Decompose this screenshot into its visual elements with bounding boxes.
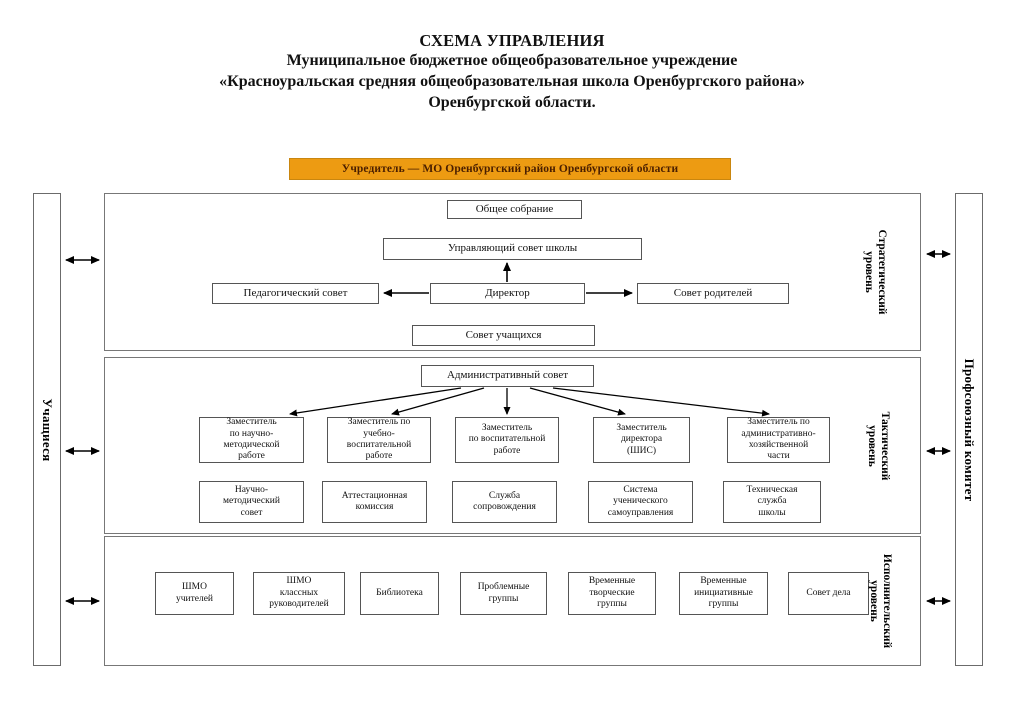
level-label-line-1: Стратегический: [876, 229, 889, 315]
node-pedagogicheskiy-sovet: Педагогический совет: [212, 283, 379, 304]
founder-banner: Учредитель — МО Оренбургский район Оренб…: [289, 158, 731, 180]
node-label: Совет родителей: [673, 286, 753, 299]
node-label: Совет дела: [806, 587, 851, 598]
node-sovet-dela: Совет дела: [788, 572, 869, 615]
level-label-executive: Исполнительский уровень: [867, 541, 893, 661]
level-label-line-1: Исполнительский: [881, 553, 894, 649]
title-line-2: Муниципальное бюджетное общеобразователь…: [286, 52, 738, 70]
node-label: Совет учащихся: [465, 328, 542, 341]
level-panel-strategic: [104, 193, 921, 351]
node-label: Общее собрание: [475, 202, 554, 215]
level-label-line-2: уровень: [868, 580, 880, 622]
node-biblioteka: Библиотека: [360, 572, 439, 615]
node-sovet-uchashchihsya: Совет учащихся: [412, 325, 595, 346]
page-title: СХЕМА УПРАВЛЕНИЯ Муниципальное бюджетное…: [0, 30, 1024, 114]
node-obshee-sobranie: Общее собрание: [447, 200, 582, 219]
side-column-students: Учащиеся: [33, 193, 61, 666]
node-upravlyayushchiy-sovet: Управляющий совет школы: [383, 238, 642, 260]
side-column-students-label: Учащиеся: [40, 398, 55, 461]
title-line-1: СХЕМА УПРАВЛЕНИЯ: [419, 31, 605, 50]
side-column-trade-union: Профсоюзный комитет: [955, 193, 983, 666]
level-label-line-1: Тактический: [879, 411, 892, 481]
level-label-line-2: уровень: [863, 251, 875, 293]
level-label-line-2: уровень: [866, 425, 878, 467]
level-label-strategic: Стратегический уровень: [862, 222, 888, 322]
node-label: Директор: [485, 286, 530, 299]
node-label: Административный совет: [446, 369, 569, 382]
side-column-trade-union-label: Профсоюзный комитет: [962, 358, 977, 501]
node-sovet-roditeley: Совет родителей: [637, 283, 789, 304]
level-label-tactical: Тактический уровень: [865, 396, 891, 496]
node-label: Управляющий совет школы: [447, 242, 578, 255]
title-line-4: Оренбургской области.: [428, 94, 596, 112]
title-line-3: «Красноуральская средняя общеобразовател…: [219, 73, 805, 91]
node-label: Библиотека: [376, 587, 423, 598]
node-label: Педагогический совет: [243, 286, 348, 299]
node-administrativnyy-sovet: Административный совет: [421, 365, 594, 387]
node-direktor: Директор: [430, 283, 585, 304]
